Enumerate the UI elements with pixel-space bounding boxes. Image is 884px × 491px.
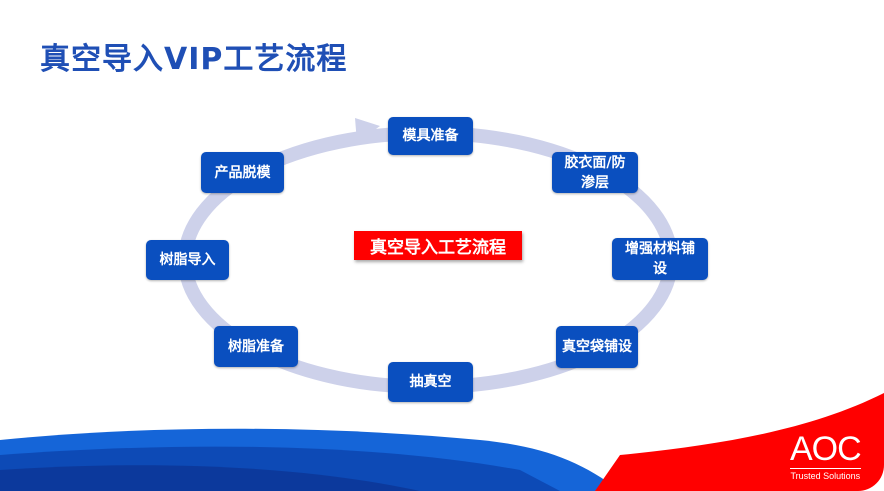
aoc-logo: AOC Trusted Solutions (790, 430, 862, 481)
step-mold-preparation: 模具准备 (388, 117, 473, 155)
wave-navy (0, 465, 420, 491)
page-title: 真空导入VIP工艺流程 (40, 42, 348, 77)
step-reinforcement-layup: 增强材料铺设 (612, 238, 708, 280)
wave-red (595, 393, 884, 491)
center-label: 真空导入工艺流程 (354, 231, 522, 260)
logo-name: AOC (790, 430, 862, 468)
logo-tagline: Trusted Solutions (790, 468, 861, 481)
step-vacuum-draw: 抽真空 (388, 362, 473, 402)
step-vacuum-bag: 真空袋铺设 (556, 326, 638, 368)
step-gelcoat-layer: 胶衣面/防渗层 (552, 152, 638, 193)
step-demolding: 产品脱模 (201, 152, 284, 193)
step-resin-infusion: 树脂导入 (146, 240, 229, 280)
cycle-arrowhead-icon (355, 118, 380, 143)
step-resin-preparation: 树脂准备 (214, 326, 298, 367)
